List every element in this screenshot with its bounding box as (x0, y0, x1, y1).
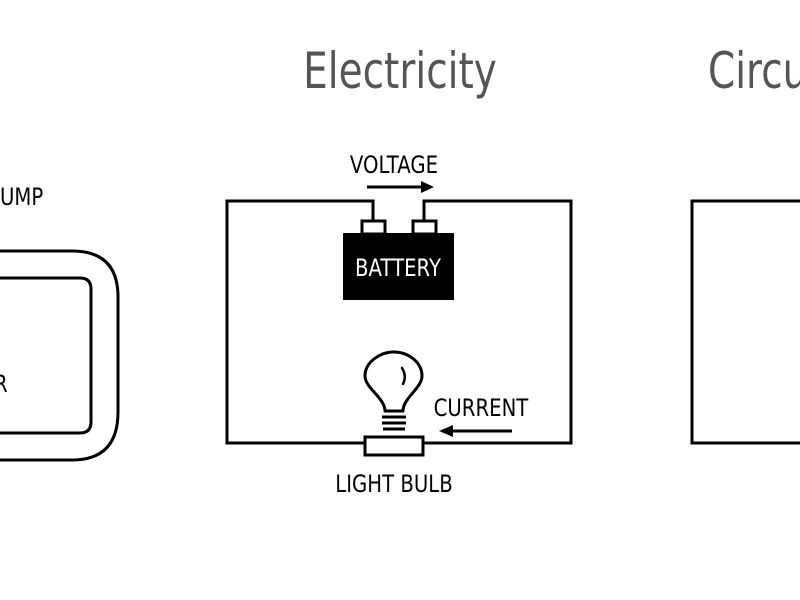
inner-label-fragment: R (0, 371, 8, 398)
circuit-wire-left (225, 199, 375, 445)
electricity-title: Electricity (303, 41, 497, 100)
voltage-arrow-icon (367, 181, 434, 193)
pump-label-fragment: UMP (0, 184, 43, 211)
light-bulb-icon (363, 350, 425, 457)
circuit-wire-right (422, 199, 573, 445)
electricity-panel: Electricity VOLTAGE BATTERY CURRENT (225, 41, 573, 499)
battery-label: BATTERY (355, 255, 442, 282)
right-circuit-wire (690, 199, 800, 445)
light-bulb-label: LIGHT BULB (335, 471, 452, 498)
current-label: CURRENT (434, 395, 529, 422)
outer-pipe-loop (0, 249, 120, 462)
right-panel: Circu (690, 41, 800, 445)
voltage-label: VOLTAGE (350, 152, 438, 179)
current-arrow-icon (439, 425, 512, 437)
left-panel: UMP R (0, 184, 120, 462)
battery-icon (343, 219, 454, 300)
circuit-title-fragment: Circu (708, 41, 800, 100)
inner-pipe-loop (0, 276, 93, 435)
